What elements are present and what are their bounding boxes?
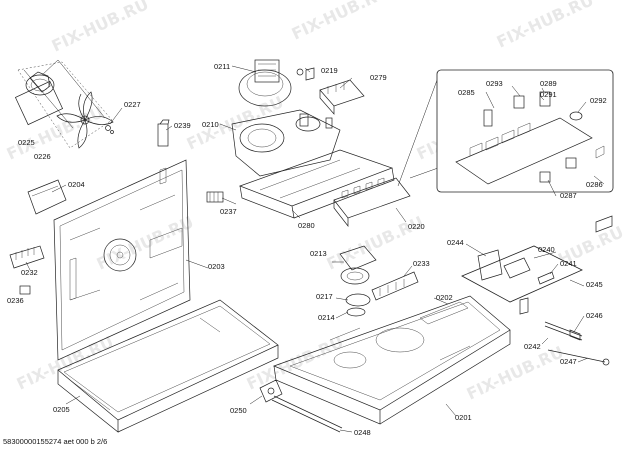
part-label: 0242: [524, 342, 541, 351]
part-0239-drawing: [157, 119, 170, 147]
part-0232-drawing: [9, 245, 45, 269]
part-0219-drawing: [305, 67, 315, 81]
part-label: 0291: [540, 90, 557, 99]
bottom-frame-drawing: [57, 299, 279, 433]
watermark: FIX-HUB.RU: [494, 0, 597, 52]
part-0287-extra-drawing: [595, 215, 613, 233]
part-label: 0202: [436, 293, 453, 302]
part-0250-0248-drawing: [259, 379, 343, 433]
part-label: 0280: [298, 221, 315, 230]
base-plate-drawing: [273, 295, 511, 425]
part-labels: 0211 0219 0279 0293 0289 0285 0291 0292 …: [7, 62, 607, 437]
watermark: FIX-HUB.RU: [49, 0, 152, 56]
power-board-drawing: [333, 177, 411, 228]
switch-group-drawing: [461, 245, 583, 303]
part-label: 0237: [220, 207, 237, 216]
part-label: 0233: [413, 259, 430, 268]
part-0204-drawing: [27, 179, 67, 215]
part-label: 0240: [538, 245, 555, 254]
part-label: 0285: [458, 88, 475, 97]
part-0237-drawing: [206, 191, 224, 203]
part-label: 0220: [408, 222, 425, 231]
sensor-wires-drawing: [519, 297, 610, 366]
fan-motor-drawing: [14, 59, 106, 129]
part-0236-drawing: [19, 285, 31, 295]
part-label: 0244: [447, 238, 464, 247]
watermark: FIX-HUB.RU: [14, 332, 117, 393]
part-label: 0210: [202, 120, 219, 129]
part-label: 0246: [586, 311, 603, 320]
part-0233-drawing: [371, 271, 419, 301]
part-label: 0217: [316, 292, 333, 301]
part-label: 0250: [230, 406, 247, 415]
part-label: 0205: [53, 405, 70, 414]
watermark: FIX-HUB.RU: [184, 92, 287, 153]
part-label: 0241: [560, 259, 577, 268]
fan-blade-drawing: [56, 91, 114, 149]
part-label: 0286: [586, 180, 603, 189]
watermark: FIX-HUB.RU: [244, 332, 347, 393]
part-0279-drawing: [319, 79, 365, 115]
part-0213-drawing: [339, 245, 377, 285]
part-label: 0245: [586, 280, 603, 289]
part-label: 0214: [318, 313, 335, 322]
part-label: 0293: [486, 79, 503, 88]
back-panel-drawing: [53, 159, 191, 361]
fan-housing-motor-drawing: [238, 59, 304, 107]
detail-callout: [397, 69, 614, 193]
part-label: 0248: [354, 428, 371, 437]
leader-lines: [25, 65, 605, 433]
part-label: 0232: [21, 268, 38, 277]
part-label: 0201: [455, 413, 472, 422]
part-label: 0213: [310, 249, 327, 258]
part-label: 0226: [34, 152, 51, 161]
part-label: 0289: [540, 79, 557, 88]
air-duct-drawing: [238, 113, 395, 219]
part-label: 0203: [208, 262, 225, 271]
part-label: 0219: [321, 66, 338, 75]
part-label: 0247: [560, 357, 577, 366]
watermark: FIX-HUB.RU: [4, 102, 107, 163]
part-label: 0227: [124, 100, 141, 109]
part-label: 0225: [18, 138, 35, 147]
part-label: 0287: [560, 191, 577, 200]
part-label: 0279: [370, 73, 387, 82]
part-label: 0204: [68, 180, 85, 189]
watermark: FIX-HUB.RU: [289, 0, 392, 44]
diagram-footer-code: 58300000155274 aet 000 b 2/6: [3, 437, 108, 446]
part-label: 0292: [590, 96, 607, 105]
part-label: 0236: [7, 296, 24, 305]
part-0217-0214-drawing: [345, 293, 371, 317]
part-label: 0211: [214, 62, 230, 71]
part-label: 0239: [174, 121, 191, 130]
watermark: FIX-HUB.RU: [464, 342, 567, 403]
